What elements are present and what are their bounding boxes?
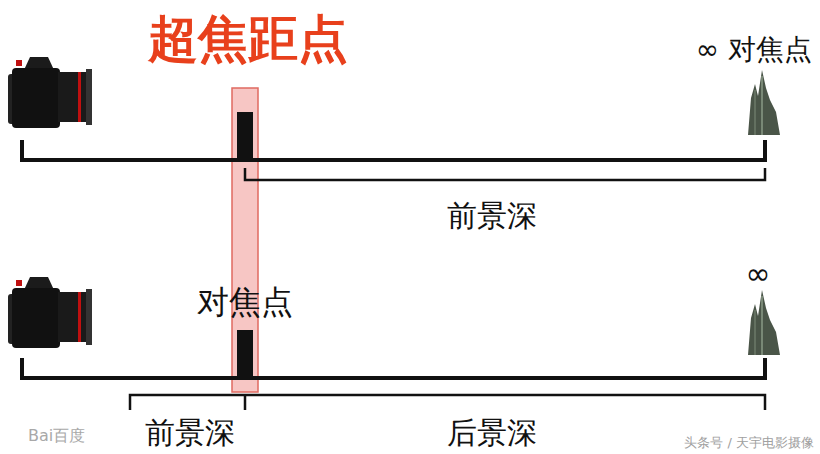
camera-icon (8, 277, 92, 348)
watermark: 头条号 / 天宇电影摄像 (684, 436, 814, 451)
depth-label: 前景深 (447, 199, 537, 234)
subject-bar (237, 112, 253, 160)
building-icon (748, 70, 780, 135)
axis-tick (20, 358, 24, 380)
hyperfocal-band (232, 88, 258, 392)
depth-label: 后景深 (447, 416, 537, 451)
distance-axis (20, 376, 766, 380)
distance-axis (20, 158, 766, 162)
title-text: 超焦距点 (148, 11, 348, 69)
camera-icon (8, 57, 92, 128)
watermark: Bai百度 (28, 427, 85, 445)
axis-tick (763, 140, 767, 162)
axis-tick (20, 140, 24, 162)
depth-label: 前景深 (145, 416, 235, 451)
subject-bar (237, 330, 253, 378)
depth-bracket (130, 395, 765, 410)
focus-point-label: ∞ 对焦点 (696, 34, 812, 66)
infinity-label: ∞ (746, 257, 771, 292)
building-icon (748, 290, 780, 355)
axis-tick (763, 358, 767, 380)
focus-point-label: 对焦点 (197, 284, 293, 321)
depth-bracket (245, 168, 765, 180)
